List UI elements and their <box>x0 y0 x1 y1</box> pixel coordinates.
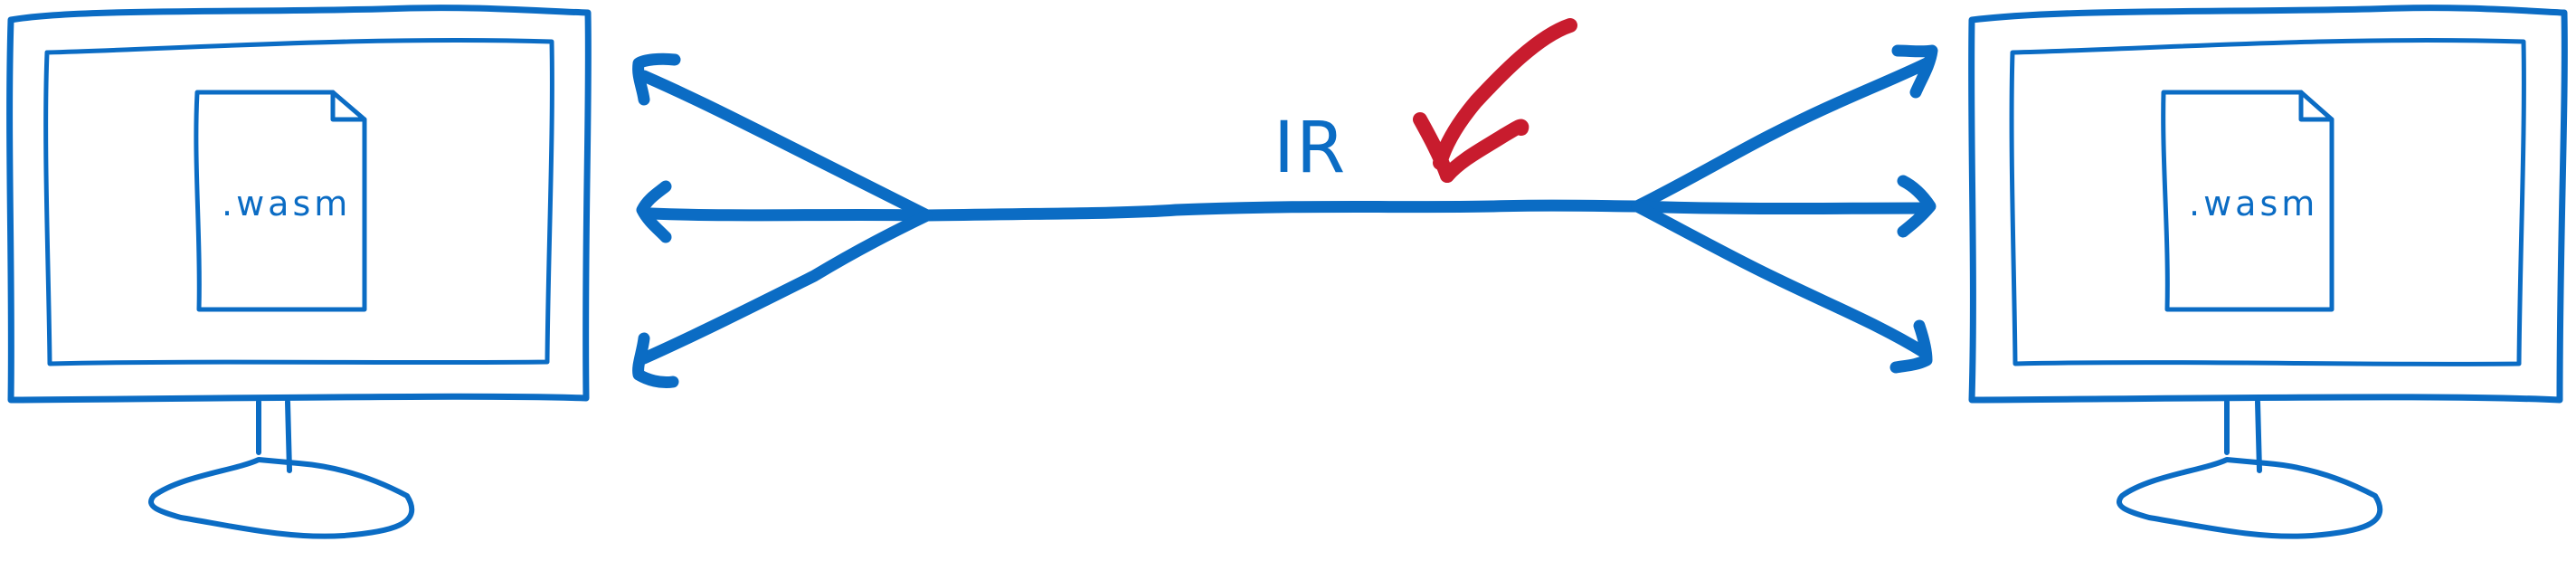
monitor-icon <box>6 5 592 539</box>
right-arrow-lower <box>1631 200 1931 359</box>
right-arrow-upper <box>1631 57 1933 213</box>
right-computer <box>1968 5 2568 539</box>
monitor-icon <box>1968 5 2568 539</box>
left-arrowhead-lower <box>632 332 679 388</box>
ir-connector <box>632 44 1938 388</box>
left-arrowhead-upper <box>632 52 681 106</box>
file-icon <box>194 90 367 312</box>
left-computer <box>6 5 592 539</box>
left-arrowhead-middle <box>636 180 672 243</box>
ir-line <box>921 199 1643 222</box>
left-arrow-lower <box>638 209 933 365</box>
right-arrow-middle <box>1631 200 1933 214</box>
ir-label: IR <box>1274 108 1347 189</box>
pointer-arrow-icon <box>1413 18 1577 183</box>
left-arrow-middle <box>645 207 933 222</box>
right-arrowhead-lower <box>1889 319 1933 374</box>
right-arrowhead-middle <box>1897 175 1937 238</box>
right-arrowhead-upper <box>1891 44 1938 99</box>
left-arrow-upper <box>638 70 933 222</box>
file-icon <box>2161 90 2334 312</box>
left-file-label: .wasm <box>222 184 351 223</box>
right-file-label: .wasm <box>2189 184 2318 223</box>
